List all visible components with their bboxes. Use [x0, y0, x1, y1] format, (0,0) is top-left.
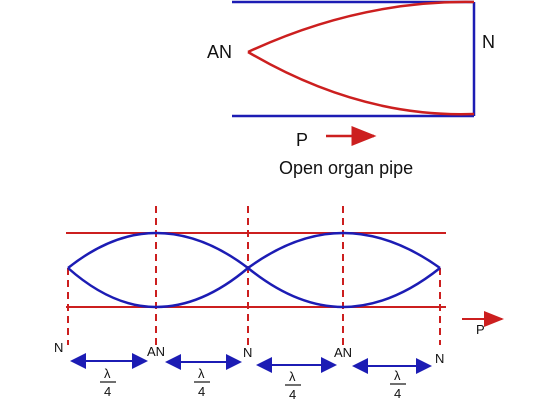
- bottom-wave-diagram: P N AN N AN N λ 4 λ 4 λ 4 λ 4: [54, 206, 504, 400]
- fraction-numerator: λ: [104, 366, 111, 381]
- node-label-3: N: [435, 351, 444, 366]
- quarter-wave-fraction-1: λ 4: [100, 366, 116, 399]
- pressure-label: P: [296, 130, 308, 150]
- pipe-caption: Open organ pipe: [279, 158, 413, 178]
- standing-wave-lower: [67, 266, 441, 309]
- quarter-wave-fraction-3: λ 4: [285, 369, 301, 400]
- fraction-denominator: 4: [289, 387, 296, 400]
- antinode-label-1: AN: [147, 344, 165, 359]
- quarter-wave-fraction-4: λ 4: [390, 368, 406, 400]
- quarter-wave-fraction-2: λ 4: [194, 366, 210, 399]
- fraction-denominator: 4: [198, 384, 205, 399]
- fraction-denominator: 4: [104, 384, 111, 399]
- fraction-numerator: λ: [198, 366, 205, 381]
- pipe-node-label: N: [482, 32, 495, 52]
- fraction-denominator: 4: [394, 386, 401, 400]
- fraction-numerator: λ: [289, 369, 296, 384]
- antinode-label-2: AN: [334, 345, 352, 360]
- fraction-numerator: λ: [394, 368, 401, 383]
- standing-wave-upper: [67, 231, 441, 270]
- top-pipe-diagram: AN N P Open organ pipe: [207, 0, 495, 178]
- node-label-1: N: [54, 340, 63, 355]
- pipe-antinode-label: AN: [207, 42, 232, 62]
- pressure-wave-curve: [247, 0, 475, 116]
- bottom-pressure-label: P: [476, 322, 485, 337]
- node-label-2: N: [243, 345, 252, 360]
